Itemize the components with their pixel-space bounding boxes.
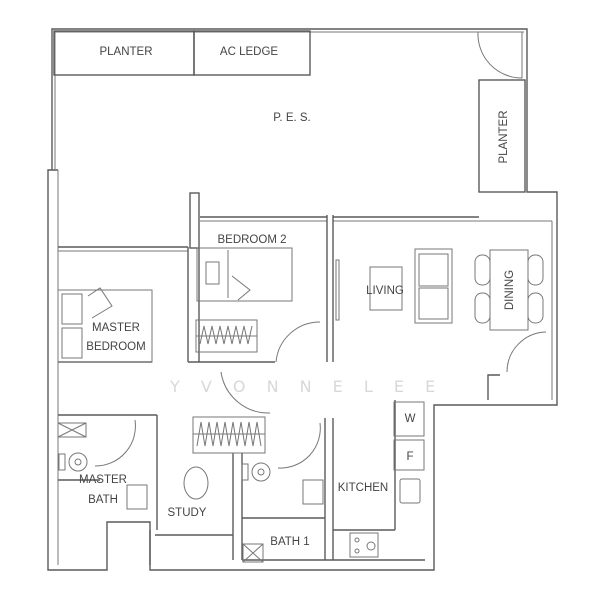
door-swing-corridor bbox=[220, 371, 271, 414]
bath1-fixtures bbox=[241, 462, 324, 563]
washer-box bbox=[393, 401, 425, 437]
label-fridge: F bbox=[406, 451, 413, 463]
outer-walls bbox=[47, 28, 558, 571]
planter-right-box bbox=[478, 79, 526, 193]
wardrobe-bedroom2 bbox=[195, 319, 258, 353]
door-swing-living bbox=[506, 331, 547, 373]
ac-ledge-box bbox=[193, 30, 311, 76]
sofa bbox=[414, 248, 453, 324]
bedroom2-bed bbox=[196, 247, 293, 302]
label-bath1: BATH 1 bbox=[270, 536, 309, 548]
door-swing-master-bath bbox=[94, 419, 136, 467]
label-master-bath-2: BATH bbox=[88, 494, 118, 506]
label-bedroom2: BEDROOM 2 bbox=[217, 234, 286, 246]
coffee-table bbox=[369, 266, 403, 311]
label-master-bath-1: MASTER bbox=[79, 474, 127, 486]
label-washer: W bbox=[405, 413, 416, 425]
watermark: Y V O N N E L E E bbox=[169, 377, 443, 396]
study-chair bbox=[183, 466, 209, 500]
master-bed bbox=[57, 287, 153, 363]
dining-set bbox=[474, 249, 544, 331]
door-swing-bedroom2 bbox=[275, 321, 321, 363]
door-swing-pes bbox=[477, 31, 523, 79]
label-kitchen: KITCHEN bbox=[338, 482, 388, 494]
label-ac-ledge: AC LEDGE bbox=[220, 46, 278, 58]
tv-console bbox=[335, 259, 340, 321]
hob bbox=[349, 532, 379, 558]
label-pes: P. E. S. bbox=[273, 112, 311, 124]
door-swing-bath1 bbox=[277, 422, 321, 469]
wardrobe-study bbox=[192, 416, 266, 454]
label-study: STUDY bbox=[168, 507, 207, 519]
kitchen-sink bbox=[399, 478, 421, 504]
label-planter-right: PLANTER bbox=[498, 110, 510, 163]
interior-walls bbox=[58, 192, 553, 565]
fridge-box bbox=[393, 439, 425, 471]
master-bath-fixtures bbox=[57, 422, 148, 510]
label-master-bedroom-1: MASTER bbox=[92, 322, 140, 334]
label-living: LIVING bbox=[366, 285, 404, 297]
label-planter-top: PLANTER bbox=[99, 46, 152, 58]
label-dining: DINING bbox=[504, 270, 516, 310]
label-master-bedroom-2: BEDROOM bbox=[86, 341, 145, 353]
